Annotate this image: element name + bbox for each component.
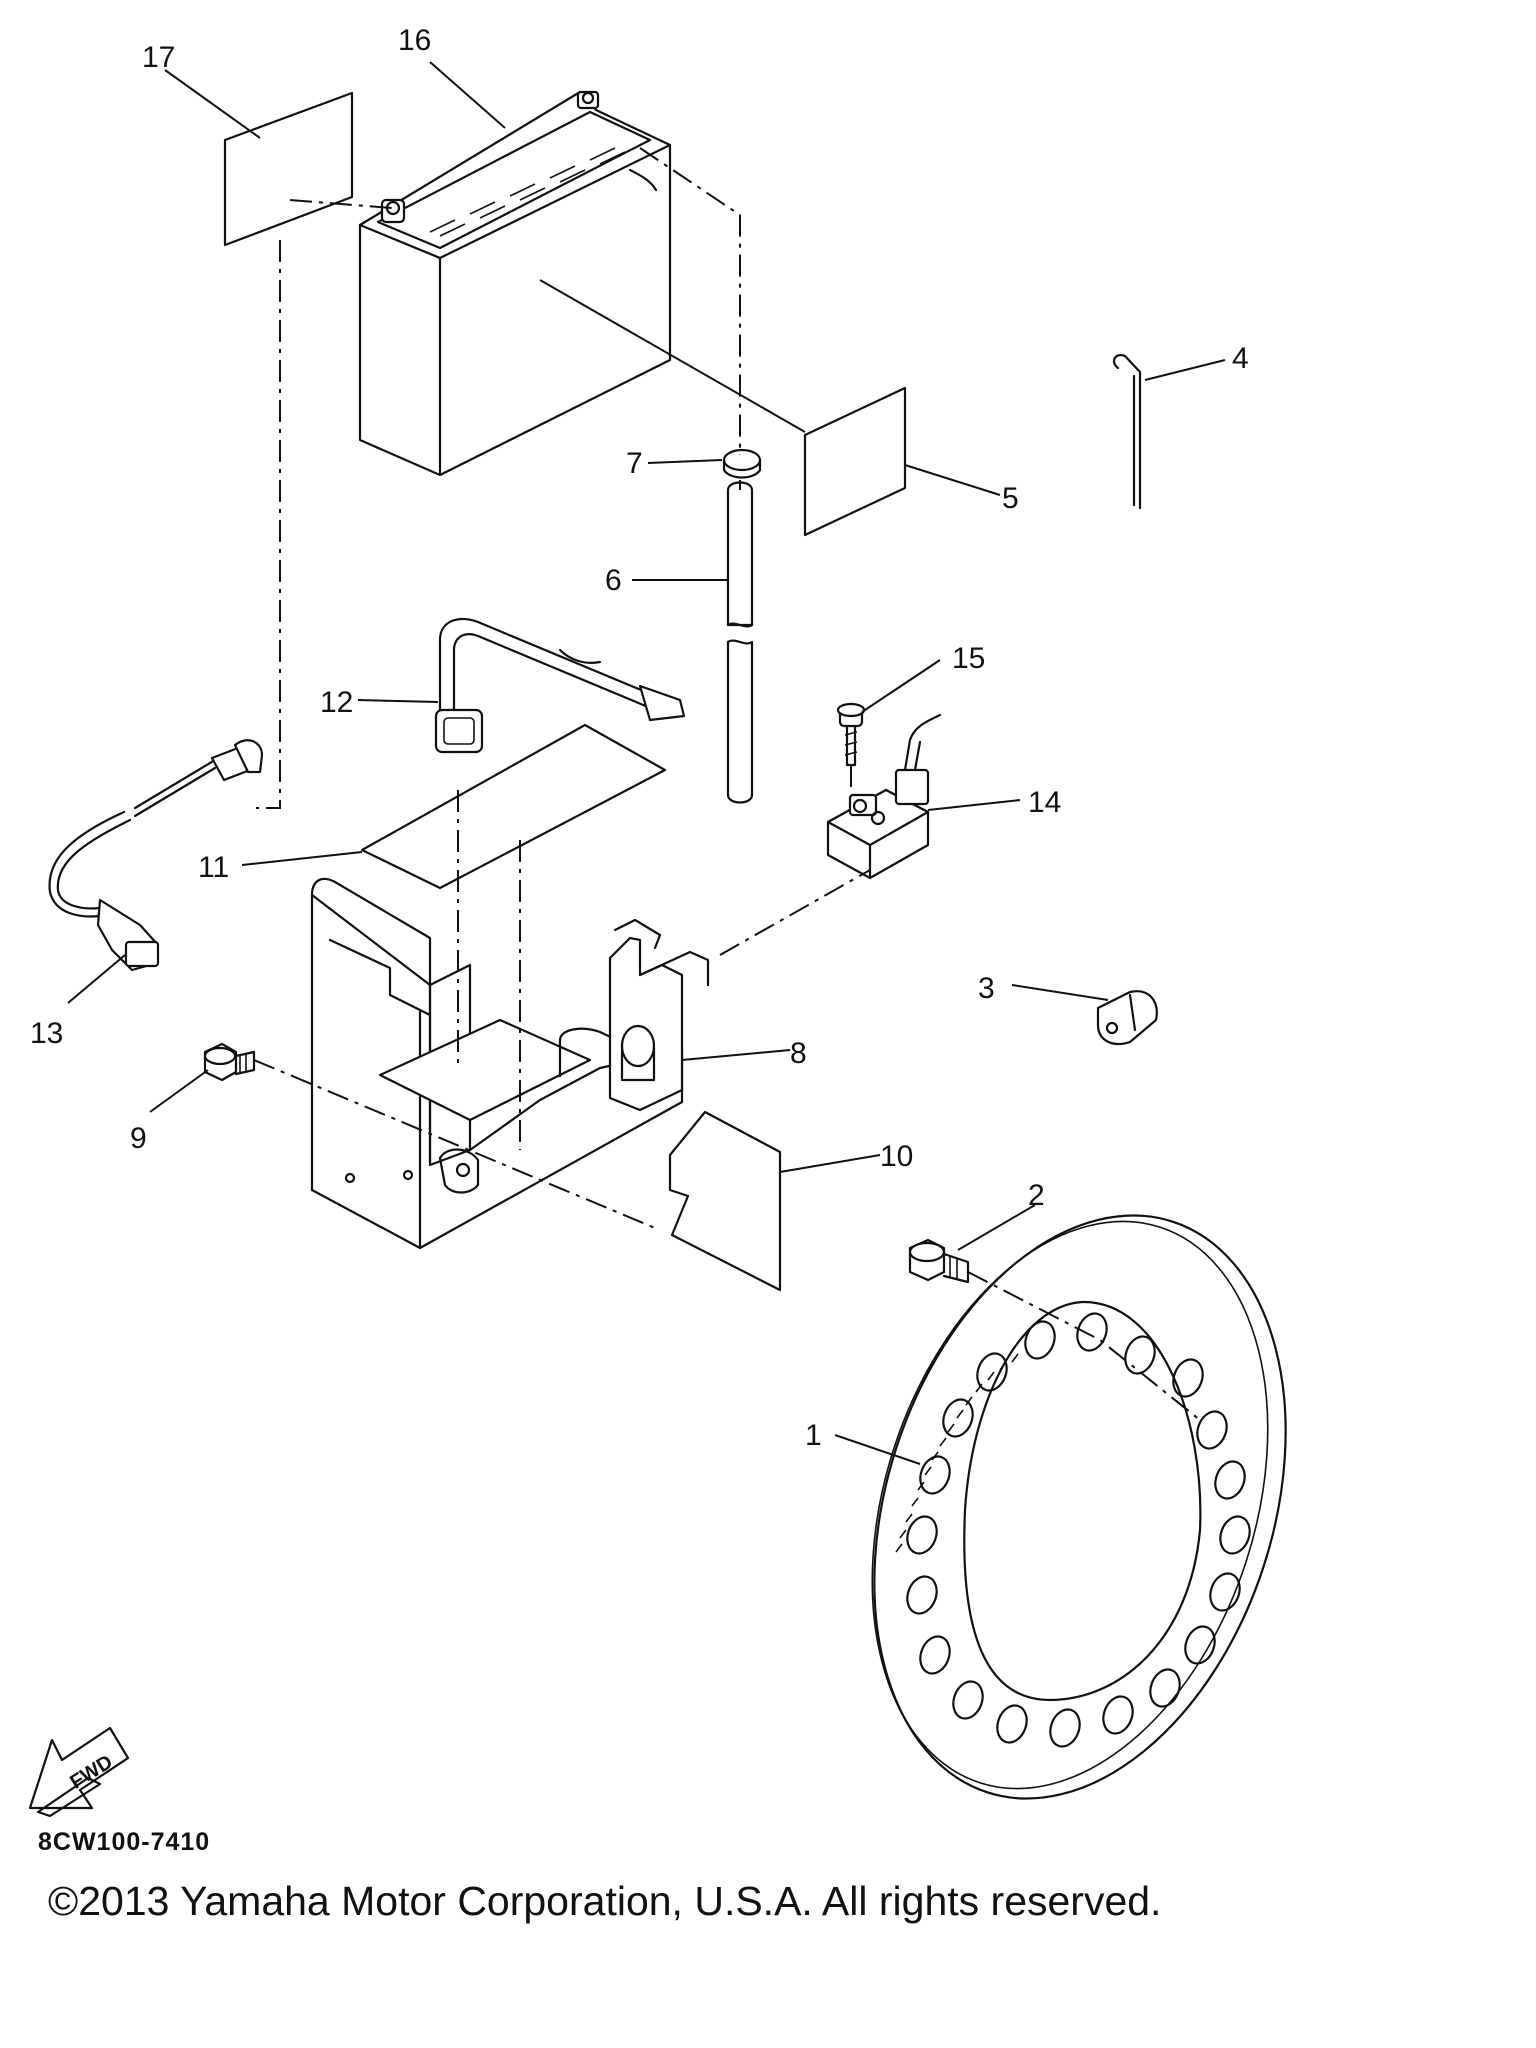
assembly-lines (253, 147, 1201, 1421)
leader-lines (67, 61, 1226, 1465)
part-6-hose (726, 481, 754, 804)
copyright-notice: ©2013 Yamaha Motor Corporation, U.S.A. A… (48, 1878, 1162, 1924)
part-12-band (434, 617, 686, 754)
callout-5: 5 (1002, 482, 1019, 515)
callout-15: 15 (952, 642, 985, 675)
callout-9: 9 (130, 1122, 147, 1155)
part-1-sprocket (871, 1214, 1287, 1800)
callout-10: 10 (880, 1140, 913, 1173)
part-13-lead (48, 739, 264, 972)
part-9-bolt (203, 1042, 256, 1082)
part-8-battery-box (310, 877, 710, 1250)
callout-8: 8 (790, 1037, 807, 1070)
part-3-clamp (1096, 990, 1158, 1046)
callout-1: 1 (805, 1419, 822, 1452)
callout-13: 13 (30, 1017, 63, 1050)
part-17-label (223, 91, 354, 247)
part-5-sticker (803, 386, 907, 537)
callout-2: 2 (1028, 1179, 1045, 1212)
part-16-battery (358, 90, 672, 477)
callout-6: 6 (605, 564, 622, 597)
callout-14: 14 (1028, 786, 1061, 819)
callout-11: 11 (198, 851, 229, 884)
callout-7: 7 (626, 447, 643, 480)
callout-16: 16 (398, 24, 431, 57)
part-2-bolt (908, 1238, 970, 1284)
callout-4: 4 (1232, 342, 1249, 375)
callout-3: 3 (978, 972, 995, 1005)
part-15-screw (836, 702, 866, 767)
callout-numbers: 1 2 3 4 5 6 7 8 9 10 11 12 13 14 15 16 1… (30, 24, 1249, 1452)
part-10-plate (668, 1110, 782, 1292)
callout-17: 17 (142, 41, 175, 74)
part-7-clamp (722, 448, 762, 479)
callout-12: 12 (320, 686, 353, 719)
part-4-clip (1112, 354, 1142, 510)
part-14-relay (826, 713, 942, 880)
part-11-pad (360, 723, 667, 890)
fwd-arrow-icon: FWD (28, 1726, 130, 1818)
drawing-code: 8CW100-7410 (38, 1828, 211, 1856)
